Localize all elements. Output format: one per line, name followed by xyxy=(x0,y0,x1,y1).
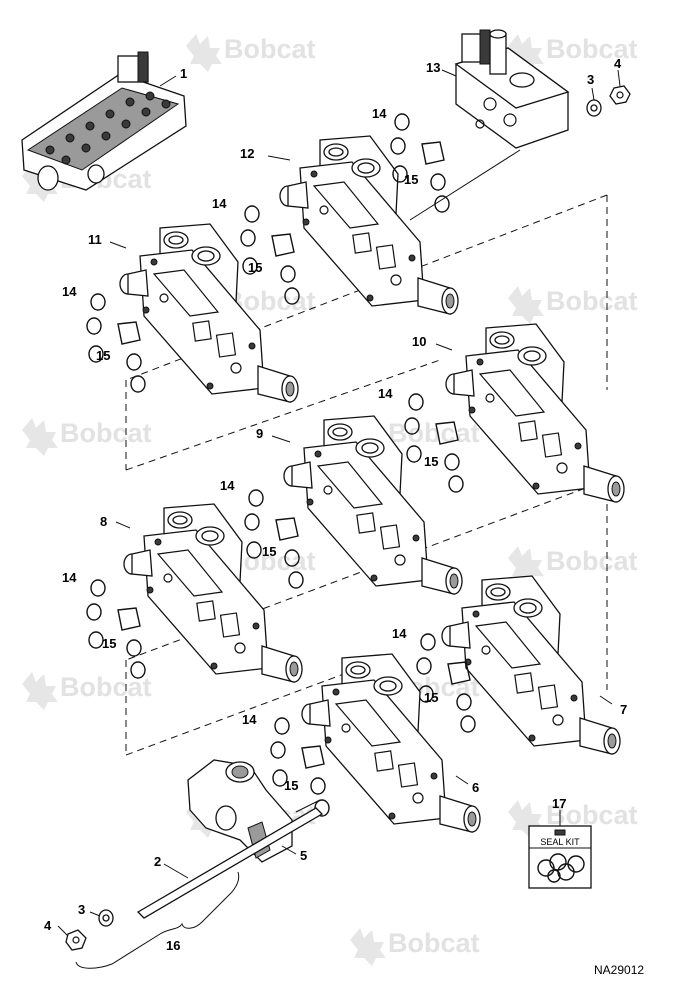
complete-valve-assembly xyxy=(21,51,187,191)
seal-kit-icon xyxy=(537,853,585,883)
o-ring-icon xyxy=(390,113,450,213)
inlet-solenoid-block xyxy=(454,29,570,149)
bobcat-logo-icon xyxy=(508,286,544,324)
callout-14-d: 14 xyxy=(378,386,393,401)
callout-11: 11 xyxy=(88,232,102,247)
callout-15-a: 15 xyxy=(404,172,418,187)
callout-15-b: 15 xyxy=(248,260,262,275)
callout-10: 10 xyxy=(412,334,426,349)
callout-15-e: 15 xyxy=(262,544,276,559)
bobcat-logo-icon xyxy=(186,34,222,72)
callout-5: 5 xyxy=(300,848,307,863)
watermark-text: Bobcat xyxy=(546,286,638,316)
callout-17: 17 xyxy=(552,796,566,811)
watermark-layer: Bobcat Bobcat Bobcat Bobcat Bobcat Bobca… xyxy=(22,34,638,966)
nut-upper xyxy=(609,85,631,105)
callout-9: 9 xyxy=(256,426,263,441)
callout-13: 13 xyxy=(426,60,440,75)
callout-16: 16 xyxy=(166,938,180,953)
callout-14-c: 14 xyxy=(62,284,77,299)
seal-kit-box xyxy=(528,825,592,889)
callout-14-h: 14 xyxy=(242,712,257,727)
outlet-end-cap xyxy=(187,759,293,863)
o-ring-set-12 xyxy=(390,113,450,213)
valve-section-7 xyxy=(441,575,621,755)
o-ring-set-8 xyxy=(86,579,146,679)
callout-14-f: 14 xyxy=(62,570,77,585)
bobcat-logo-icon xyxy=(22,418,58,456)
callout-15-c: 15 xyxy=(96,348,110,363)
callout-14-g: 14 xyxy=(392,626,407,641)
tie-rod xyxy=(136,807,324,919)
o-ring-set-11b xyxy=(86,293,146,393)
drawing-number: NA29012 xyxy=(594,963,644,977)
callout-15-h: 15 xyxy=(284,778,298,793)
watermark-text: Bobcat xyxy=(388,418,480,448)
washer-upper xyxy=(586,99,602,117)
callout-12: 12 xyxy=(240,146,254,161)
callout-14-a: 14 xyxy=(372,106,387,121)
callout-14-b: 14 xyxy=(212,196,227,211)
watermark-text: Bobcat xyxy=(224,34,316,64)
callout-14-e: 14 xyxy=(220,478,235,493)
callout-15-d: 15 xyxy=(424,454,438,469)
o-ring-icon xyxy=(86,579,146,679)
nut-lower xyxy=(65,929,87,951)
callout-15-f: 15 xyxy=(102,636,116,651)
valve-section-8 xyxy=(123,503,303,683)
callout-2: 2 xyxy=(154,854,161,869)
callout-3-lower: 3 xyxy=(78,902,85,917)
callout-1: 1 xyxy=(180,66,187,81)
hydraulic-valve-section-icon xyxy=(123,503,303,683)
watermark-text: Bobcat xyxy=(546,34,638,64)
seal-kit-label: SEAL KIT xyxy=(540,837,580,847)
callout-6: 6 xyxy=(472,780,479,795)
callout-3-upper: 3 xyxy=(587,72,594,87)
watermark-text: Bobcat xyxy=(60,672,152,702)
hydraulic-valve-section-icon xyxy=(445,323,625,503)
callout-4-lower: 4 xyxy=(44,918,52,933)
watermark-text: Bobcat xyxy=(546,800,638,830)
bobcat-logo-icon xyxy=(22,672,58,710)
kit-bracket-16 xyxy=(75,871,240,969)
leader-lines xyxy=(57,69,621,937)
callout-15-g: 15 xyxy=(424,690,438,705)
callout-8: 8 xyxy=(100,514,107,529)
callout-numbers: 1 13 3 4 14 12 15 14 11 15 14 15 10 14 9… xyxy=(44,56,627,953)
washer-lower xyxy=(98,909,114,927)
watermark-text: Bobcat xyxy=(60,418,152,448)
callout-4-upper: 4 xyxy=(614,56,622,71)
o-ring-icon xyxy=(86,293,146,393)
watermark-text: Bobcat xyxy=(546,546,638,576)
bobcat-logo-icon xyxy=(350,928,386,966)
callout-7: 7 xyxy=(620,702,627,717)
hydraulic-valve-section-icon xyxy=(441,575,621,755)
valve-section-10 xyxy=(445,323,625,503)
watermark-text: Bobcat xyxy=(388,928,480,958)
